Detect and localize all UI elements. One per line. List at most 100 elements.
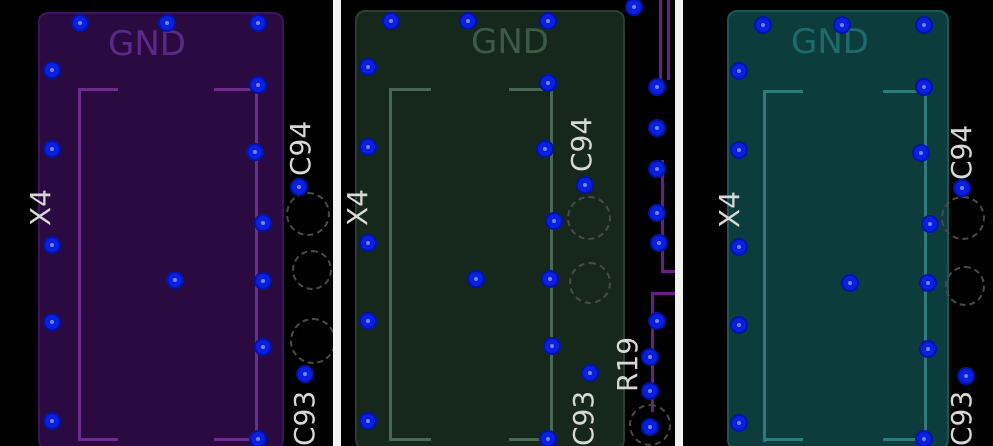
via[interactable]	[650, 121, 664, 135]
via[interactable]	[298, 367, 312, 381]
via[interactable]	[643, 350, 657, 364]
via[interactable]	[578, 178, 592, 192]
via[interactable]	[361, 314, 375, 328]
via[interactable]	[45, 63, 59, 77]
via[interactable]	[650, 162, 664, 176]
via[interactable]	[732, 416, 746, 430]
signal-trace[interactable]	[659, 0, 662, 92]
via[interactable]	[160, 16, 174, 30]
via[interactable]	[959, 369, 973, 383]
ref-c94: C94	[284, 120, 317, 176]
signal-trace[interactable]	[667, 0, 670, 80]
via[interactable]	[650, 206, 664, 220]
via[interactable]	[45, 414, 59, 428]
ref-x4: X4	[24, 189, 57, 226]
outline-top-tick-left	[763, 90, 803, 93]
via[interactable]	[650, 80, 664, 94]
outline-bottom-tick-left	[78, 438, 118, 441]
panel-3: GND X4 C94 C93	[683, 0, 993, 446]
via[interactable]	[955, 181, 969, 195]
footprint-ring	[945, 266, 985, 306]
via[interactable]	[843, 276, 857, 290]
signal-trace[interactable]	[661, 270, 675, 273]
outline-bottom-tick-right	[509, 438, 553, 441]
outline-bottom-tick-right	[214, 438, 258, 441]
ref-c93: C93	[945, 390, 978, 446]
ref-x4: X4	[341, 189, 374, 226]
via[interactable]	[256, 216, 270, 230]
ref-c94: C94	[945, 124, 978, 180]
via[interactable]	[73, 16, 87, 30]
via[interactable]	[545, 339, 559, 353]
via[interactable]	[543, 272, 557, 286]
via[interactable]	[361, 60, 375, 74]
net-label-gnd: GND	[471, 22, 549, 62]
via[interactable]	[538, 142, 552, 156]
outline-bottom-tick-left	[763, 438, 803, 441]
outline-top-tick-left	[78, 88, 118, 91]
via[interactable]	[541, 76, 555, 90]
via[interactable]	[652, 236, 666, 250]
via[interactable]	[256, 274, 270, 288]
ref-r19: R19	[611, 336, 644, 392]
divider	[675, 0, 683, 446]
via[interactable]	[461, 14, 475, 28]
via[interactable]	[923, 217, 937, 231]
via[interactable]	[361, 140, 375, 154]
outline-top-tick-right	[214, 88, 258, 91]
via[interactable]	[251, 16, 265, 30]
net-label-gnd: GND	[108, 24, 186, 64]
ref-c93: C93	[288, 390, 321, 446]
via[interactable]	[921, 276, 935, 290]
via[interactable]	[732, 64, 746, 78]
footprint-ring	[290, 318, 336, 364]
via[interactable]	[547, 214, 561, 228]
footprint-ring	[569, 262, 611, 304]
via[interactable]	[835, 18, 849, 32]
outline-bottom-tick-right	[883, 438, 927, 441]
footprint-ring	[629, 404, 671, 446]
via[interactable]	[361, 414, 375, 428]
footprint-ring	[941, 196, 985, 240]
via[interactable]	[256, 340, 270, 354]
panel-1: GND X4 C94 C93	[0, 0, 336, 446]
via[interactable]	[45, 315, 59, 329]
via[interactable]	[251, 78, 265, 92]
via[interactable]	[384, 14, 398, 28]
via[interactable]	[756, 18, 770, 32]
via[interactable]	[732, 240, 746, 254]
signal-trace[interactable]	[651, 292, 675, 295]
via[interactable]	[732, 143, 746, 157]
component-outline-x4	[78, 88, 258, 440]
panel-2: GND X4 C94 C93 R19	[341, 0, 675, 446]
via[interactable]	[361, 236, 375, 250]
via[interactable]	[914, 146, 928, 160]
via[interactable]	[917, 432, 931, 446]
via[interactable]	[292, 180, 306, 194]
divider	[333, 0, 341, 446]
via[interactable]	[45, 238, 59, 252]
via[interactable]	[168, 273, 182, 287]
via[interactable]	[732, 318, 746, 332]
outline-top-tick-right	[883, 90, 927, 93]
via[interactable]	[583, 366, 597, 380]
via[interactable]	[251, 432, 265, 446]
footprint-ring	[286, 192, 330, 236]
via[interactable]	[627, 0, 641, 14]
via[interactable]	[541, 432, 555, 446]
via[interactable]	[921, 342, 935, 356]
ref-x4: X4	[713, 191, 746, 228]
via[interactable]	[650, 314, 664, 328]
via[interactable]	[643, 384, 657, 398]
via[interactable]	[45, 142, 59, 156]
via[interactable]	[541, 14, 555, 28]
via[interactable]	[917, 18, 931, 32]
component-outline-x4	[763, 90, 927, 442]
net-label-gnd: GND	[791, 22, 869, 62]
via[interactable]	[917, 80, 931, 94]
via[interactable]	[643, 420, 657, 434]
via[interactable]	[469, 272, 483, 286]
via[interactable]	[248, 145, 262, 159]
component-outline-x4	[389, 88, 553, 440]
